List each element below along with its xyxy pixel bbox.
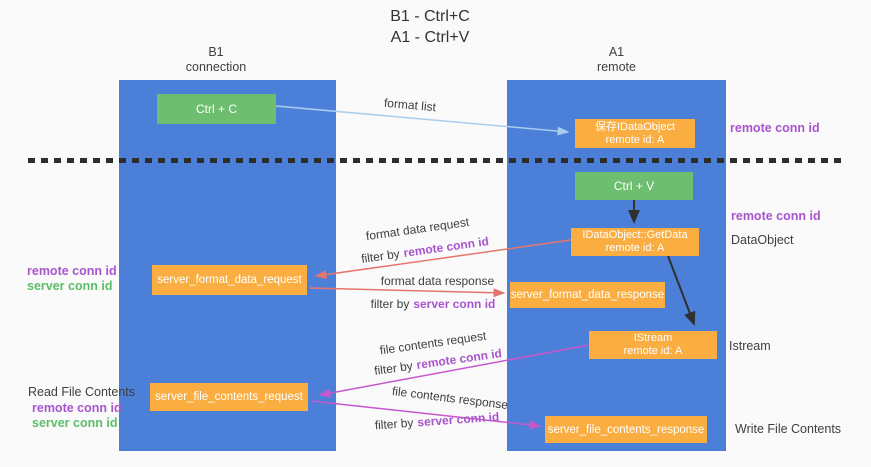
server-conn-id-label: server conn id [27, 279, 113, 293]
save-idataobject-line2: remote id: A [605, 133, 665, 146]
server-conn-id-text: server conn id [416, 409, 500, 430]
server-file-contents-request-box: server_file_contents_request [150, 383, 308, 411]
file-contents-response-label: file contents response [391, 383, 509, 413]
format-data-response-label: format data response [380, 274, 495, 288]
dataobject-label: DataObject [731, 233, 794, 247]
ctrl-v-box: Ctrl + V [575, 172, 693, 200]
lane-a1-subtitle: remote [597, 60, 636, 74]
right-remote-conn-id-top: remote conn id [730, 121, 820, 135]
remote-conn-id-text: remote conn id [402, 234, 490, 260]
lane-b1-name: B1 [208, 45, 224, 59]
filter-by-text: filter by [370, 297, 410, 311]
server-format-data-response-box: server_format_data_response [510, 282, 665, 308]
remote-conn-id-label: remote conn id [32, 401, 122, 415]
getdata-line2: remote id: A [605, 242, 665, 254]
istream-side-label: Istream [729, 339, 771, 353]
istream-box: IStream remote id: A [589, 331, 717, 359]
idataobject-getdata-box: IDataObject::GetData remote id: A [571, 228, 699, 256]
filter-by-text: filter by [360, 246, 401, 266]
title-line-1: B1 - Ctrl+C [390, 8, 470, 25]
right-remote-conn-id-middle: remote conn id [731, 209, 821, 223]
read-file-contents-label: Read File Contents [28, 385, 136, 399]
session-divider-dashed-line [28, 158, 845, 163]
server-file-contents-request-label: server_file_contents_request [155, 391, 303, 403]
lane-header-a1: A1 remote [507, 45, 726, 75]
format-list-label: format list [383, 95, 437, 115]
format-data-response-arrow [309, 287, 506, 298]
istream-line1: IStream [633, 332, 673, 344]
server-format-data-request-box: server_format_data_request [152, 265, 307, 295]
left-conn-ids-bottom: remote conn id server conn id [32, 401, 122, 431]
server-format-data-response-label: server_format_data_response [510, 289, 665, 301]
getdata-line1: IDataObject::GetData [582, 229, 688, 241]
istream-line2: remote id: A [623, 345, 683, 357]
server-conn-id-label: server conn id [32, 416, 118, 430]
ctrl-c-label: Ctrl + C [195, 102, 237, 116]
write-file-contents-label: Write File Contents [735, 422, 842, 436]
lane-header-b1: B1 connection [116, 45, 316, 75]
lane-b1-subtitle: connection [185, 60, 247, 74]
server-format-data-request-label: server_format_data_request [157, 274, 302, 286]
server-conn-id-text: server conn id [413, 297, 496, 311]
title-line-2: A1 - Ctrl+V [390, 29, 470, 46]
save-idataobject-line1: 保存IDataObject [594, 120, 676, 133]
server-file-contents-response-box: server_file_contents_response [545, 416, 707, 443]
ctrl-c-box: Ctrl + C [157, 94, 276, 124]
server-file-contents-response-label: server_file_contents_response [547, 423, 705, 436]
diagram-title: B1 - Ctrl+C A1 - Ctrl+V [280, 6, 580, 48]
lane-a1-name: A1 [608, 45, 625, 59]
ctrl-v-label: Ctrl + V [613, 179, 655, 193]
left-conn-ids-middle: remote conn id server conn id [27, 264, 117, 294]
remote-conn-id-label: remote conn id [27, 264, 117, 278]
save-idataobject-box: 保存IDataObject remote id: A [575, 119, 695, 148]
filter-by-text: filter by [373, 358, 414, 378]
filter-by-text: filter by [374, 415, 414, 433]
